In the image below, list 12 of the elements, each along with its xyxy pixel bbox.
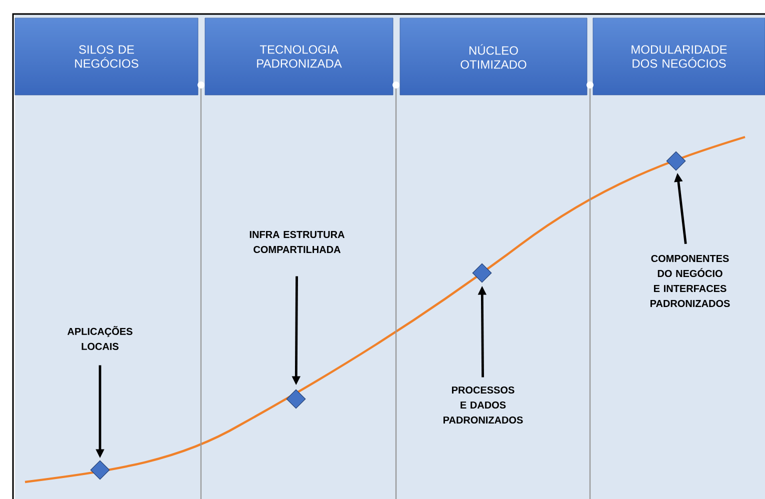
milestone-label: PROCESSOS E DADOS PADRONIZADOS <box>444 386 523 424</box>
stage-header: MODULARIDADE DOS NEGÓCIOS <box>592 18 765 96</box>
stage-header: TECNOLOGIA PADRONIZADA <box>204 18 394 96</box>
milestone-marker <box>90 460 110 480</box>
milestone-marker <box>472 263 492 283</box>
milestone-label: COMPONENTES DO NEGÓCIO E INTERFACES PADRONIZADOS <box>650 254 730 308</box>
stage-header: NÚCLEO OTIMIZADO <box>400 18 588 96</box>
milestone-marker <box>286 389 306 409</box>
milestone-marker <box>666 151 686 171</box>
milestone-label: APLICAÇÕES LOCAIS <box>67 326 132 350</box>
stage-header: SILOS DE NEGÓCIOS <box>14 18 198 96</box>
milestone-label: INFRA ESTRUTURA COMPARTILHADA <box>250 230 345 254</box>
